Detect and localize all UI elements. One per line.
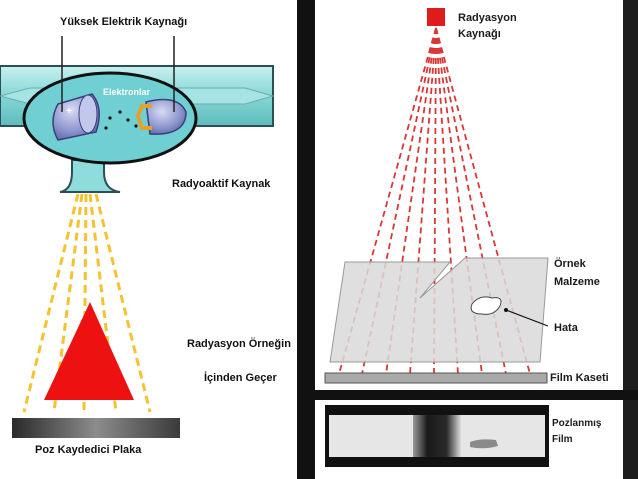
label-plus-sign: + xyxy=(66,106,72,117)
sample-material-slab xyxy=(329,257,549,363)
radiation-source-square-icon xyxy=(427,8,445,26)
label-recording-plate: Poz Kaydedici Plaka xyxy=(35,444,142,456)
label-radioactive-source: Radyoaktif Kaynak xyxy=(172,178,271,190)
label-radiation-source-line1: Radyasyon xyxy=(458,12,517,24)
right-edge-strip xyxy=(623,0,638,479)
label-exposed-film-line1: Pozlanmış xyxy=(552,418,602,429)
x-ray-tube-icon xyxy=(0,36,275,193)
label-sample-line2: Malzeme xyxy=(554,276,600,288)
film-section-divider xyxy=(297,390,638,400)
label-defect: Hata xyxy=(554,322,578,334)
defect-blob-icon xyxy=(470,296,502,315)
label-radiation-source-line2: Kaynağı xyxy=(458,28,501,40)
label-electrons: Elektronlar xyxy=(103,87,151,97)
label-passes-through-line1: Radyasyon Örneğin xyxy=(187,338,291,350)
label-exposed-film-line2: Film xyxy=(552,434,573,445)
sample-triangle xyxy=(44,302,134,400)
film-cassette-bar xyxy=(324,372,548,384)
label-passes-through-line2: İçinden Geçer xyxy=(204,372,277,384)
panel-divider xyxy=(297,0,315,479)
defect-pointer xyxy=(505,309,549,327)
label-sample-line1: Örnek xyxy=(554,258,586,270)
label-high-voltage-source: Yüksek Elektrik Kaynağı xyxy=(60,16,188,28)
film-defect-shadow xyxy=(470,439,498,449)
label-film-cassette: Film Kaseti xyxy=(550,372,609,384)
recording-plate xyxy=(12,418,180,438)
